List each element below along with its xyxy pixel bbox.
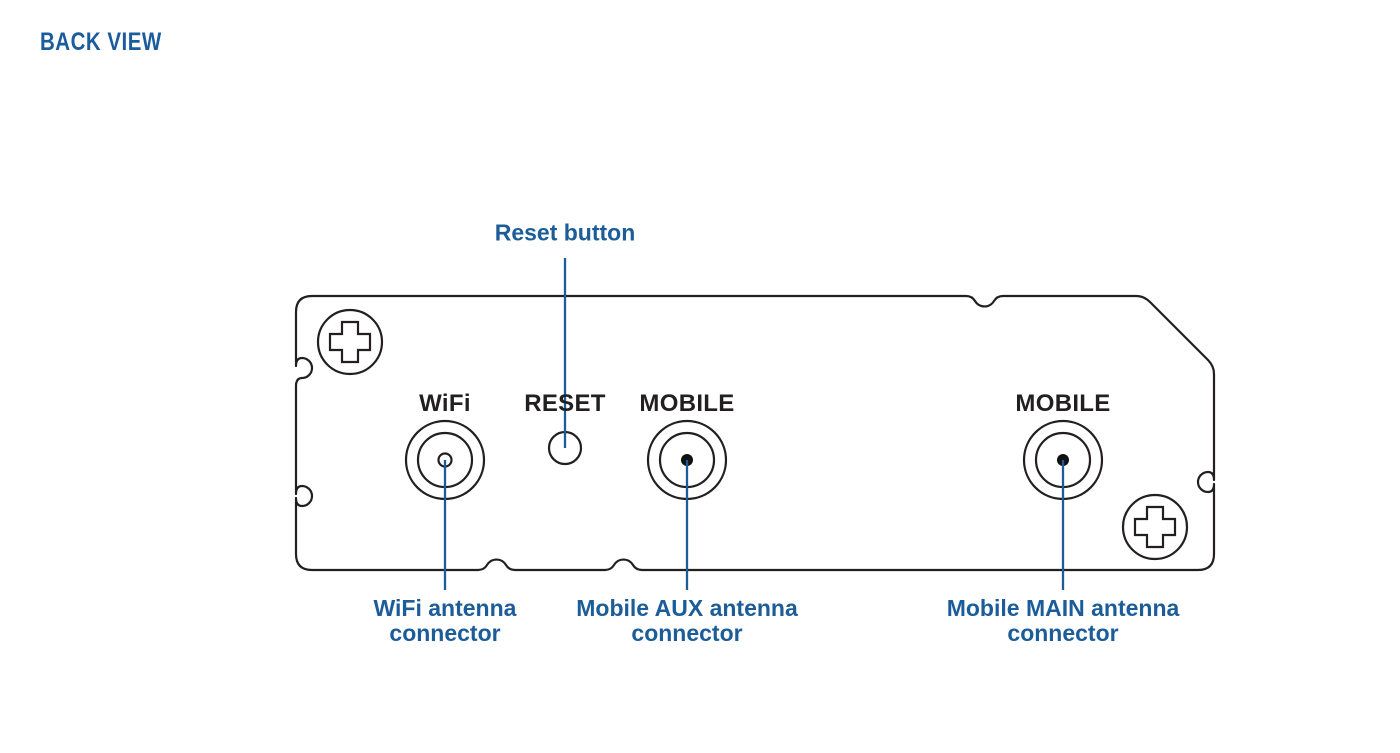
callout-mobile-aux-antenna-connector: Mobile AUX antenna connector [576,596,798,645]
leader-lines-group [443,258,1065,590]
callout-wifi-antenna-connector: WiFi antenna connector [374,596,517,645]
enclosure-outline-group [294,294,1216,572]
callout-line: Reset button [494,219,636,246]
port-label-mobile-main: MOBILE [1015,390,1111,417]
callout-line: WiFi antenna [373,595,517,621]
callout-line: Mobile AUX antenna [576,595,798,621]
screw-top-left [316,308,384,376]
enclosure-outline [294,294,1216,572]
callout-line: connector [631,619,743,646]
callout-mobile-main-antenna-connector: Mobile MAIN antenna connector [947,596,1180,645]
callout-line: connector [1007,619,1119,646]
callout-line: connector [389,619,501,646]
screw-bottom-right [1121,493,1189,561]
port-label-reset: RESET [524,390,606,417]
port-label-mobile-aux: MOBILE [639,390,735,417]
port-label-wifi: WiFi [419,390,471,417]
page-title: BACK VIEW [40,28,162,56]
callout-reset-button: Reset button [495,220,636,245]
callout-line: Mobile MAIN antenna [946,595,1180,621]
